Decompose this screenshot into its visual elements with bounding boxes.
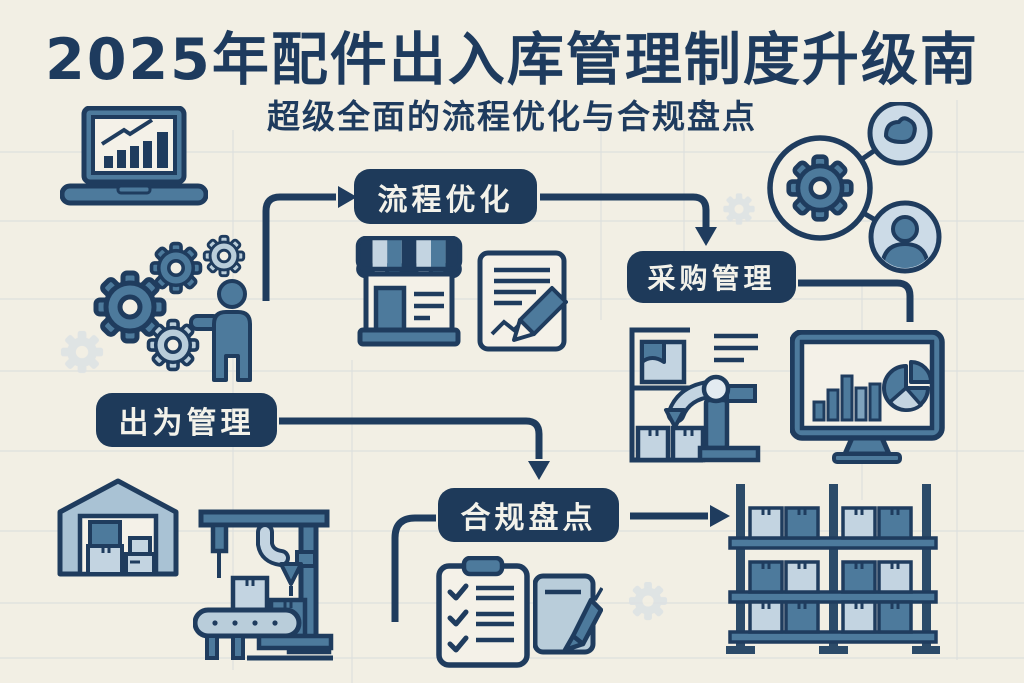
page-subtitle: 超级全面的流程优化与合规盘点 [267,97,757,136]
node-label: 流程优化 [377,182,514,218]
connector-procurement-to-monitor [798,279,914,322]
arrow-gears-to-process [262,193,336,301]
node-process-optimization: 流程优化 [354,169,537,224]
crane-conveyor-icon [193,492,335,662]
connector-bottom-to-compliance [391,514,436,622]
tablet-pen-icon [533,570,603,656]
robot-arm-shelf-icon [626,326,764,464]
node-compliance-count: 合规盘点 [438,488,619,542]
node-procurement-management: 采购管理 [627,251,796,303]
laptop-chart-icon [60,106,208,218]
node-label: 采购管理 [647,262,776,295]
gear-network-icon [762,102,1018,274]
document-pen-icon [476,250,568,352]
gears-person-icon [78,232,268,382]
storefront-icon [352,236,466,348]
page-title: 2025年配件出入库管理制度升级南 [45,27,979,93]
arrow-process-to-procurement [540,193,710,227]
arrow-inout-to-compliance [279,417,543,459]
warehouse-icon [56,476,180,578]
node-inout-management: 出为管理 [96,393,277,447]
storage-rack-icon [726,478,940,662]
node-label: 出为管理 [118,406,255,441]
checklist-clipboard-icon [436,556,530,668]
node-label: 合规盘点 [460,501,597,536]
monitor-analytics-icon [790,330,950,466]
